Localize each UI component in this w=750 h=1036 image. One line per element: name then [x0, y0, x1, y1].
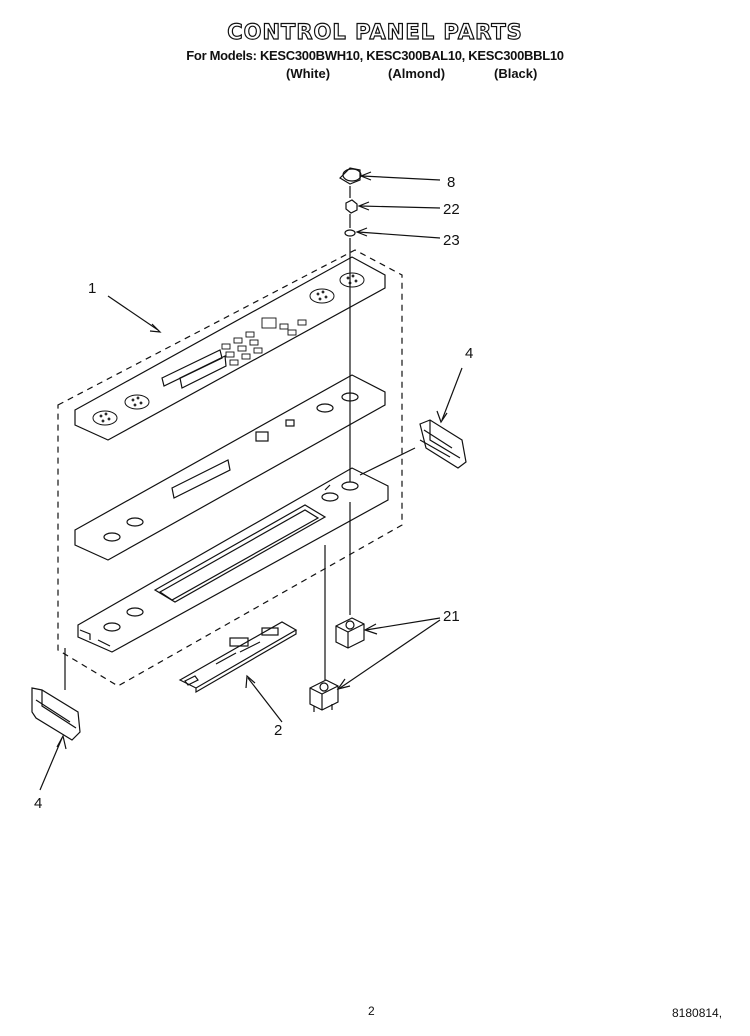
switch-icon	[309, 679, 339, 712]
overlay-panel	[74, 256, 386, 441]
burner-dots-left	[92, 272, 365, 426]
color-white: (White)	[286, 66, 331, 81]
color-almond: (Almond)	[388, 66, 446, 81]
model-list: For Models: KESC300BWH10, KESC300BAL10, …	[186, 48, 564, 63]
page-number: 2	[368, 1004, 375, 1018]
callout-23: 23	[443, 232, 460, 249]
page-title: CONTROL PANEL PARTS	[227, 19, 523, 44]
callout-1: 1	[88, 280, 96, 297]
switch-icon	[335, 617, 365, 649]
backing-plate	[74, 374, 386, 561]
end-cap-icon	[419, 419, 467, 469]
washer-icon	[344, 229, 356, 237]
assembly-boundary	[57, 249, 403, 687]
callout-4-right: 4	[465, 345, 473, 362]
knob-icon	[339, 167, 362, 185]
control-board-icon	[178, 621, 298, 694]
doc-code: 8180814,	[672, 1006, 723, 1020]
callout-21: 21	[443, 608, 460, 625]
callout-22: 22	[443, 201, 460, 218]
callout-8: 8	[447, 174, 455, 191]
color-black: (Black)	[494, 66, 538, 81]
end-cap-icon	[31, 687, 81, 741]
console-frame	[77, 467, 389, 653]
callout-4-left: 4	[34, 795, 42, 812]
callout-2: 2	[274, 722, 282, 739]
nut-icon	[345, 199, 358, 214]
